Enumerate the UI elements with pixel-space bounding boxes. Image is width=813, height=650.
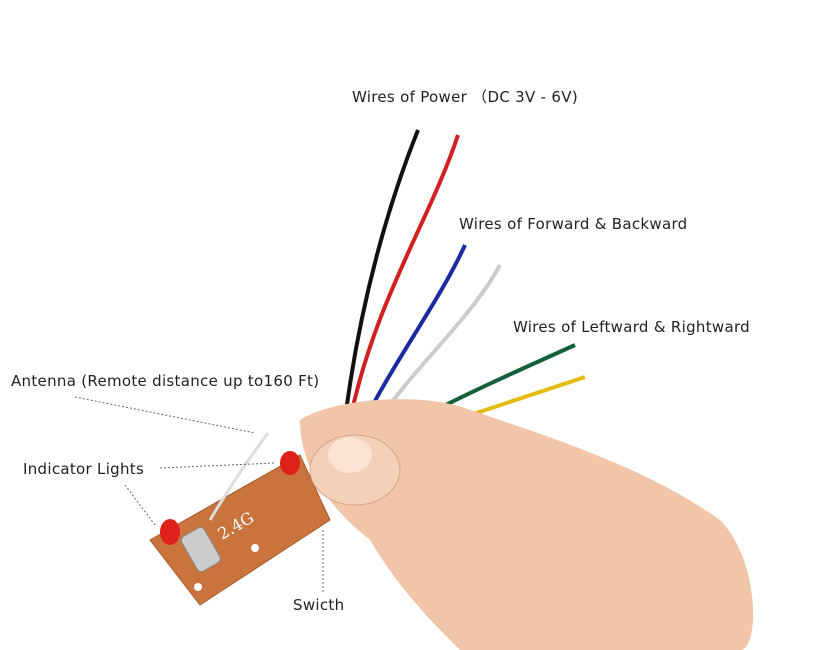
hand bbox=[300, 399, 754, 650]
leader-lines bbox=[74, 396, 324, 592]
circuit-board: 2.4G bbox=[149, 454, 331, 606]
label-forward-backward-wires: Wires of Forward & Backward bbox=[459, 215, 688, 233]
label-leftward-rightward-wires: Wires of Leftward & Rightward bbox=[513, 318, 750, 336]
label-switch: Swicth bbox=[293, 596, 345, 614]
label-indicator-lights: Indicator Lights bbox=[23, 460, 145, 478]
wires bbox=[343, 129, 586, 442]
label-antenna: Antenna (Remote distance up to160 Ft) bbox=[11, 372, 320, 390]
indicator-led-icon bbox=[160, 451, 300, 545]
antenna-wire bbox=[208, 432, 270, 521]
label-power-wires: Wires of Power （DC 3V - 6V) bbox=[352, 88, 578, 106]
